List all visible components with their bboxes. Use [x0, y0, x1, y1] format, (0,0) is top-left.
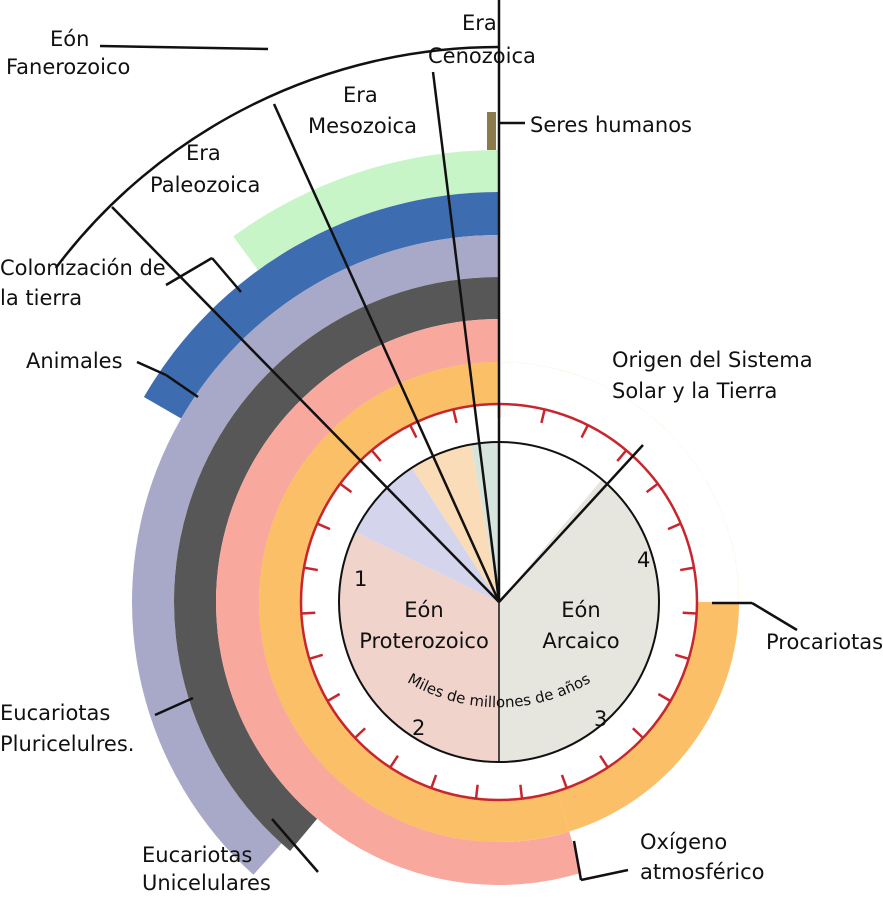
label-eon-arcaico-2: Arcaico — [542, 629, 619, 653]
leader-lines-group — [54, 0, 798, 882]
leader-uni — [271, 818, 319, 873]
band-eukaryotes-unicellular — [174, 277, 499, 851]
sector-cenozoic — [471, 442, 499, 602]
label-oxigeno-1: Oxígeno — [640, 830, 727, 854]
scale-tick — [645, 482, 659, 494]
leader-oxigeno-2 — [580, 868, 629, 882]
scale-tick — [580, 424, 589, 439]
leader-paleozoica — [111, 206, 500, 603]
scale-number-3: 3 — [594, 707, 607, 731]
leader-origen — [498, 444, 644, 603]
scale-tick — [679, 566, 695, 572]
band-animals — [143, 192, 500, 419]
scale-tick — [540, 409, 546, 424]
label-eon-fanerozoico-2: Fanerozoico — [6, 55, 130, 79]
band-prokaryotes-gap-2 — [499, 362, 739, 602]
sector-hadean-blank — [499, 442, 602, 602]
scale-tick — [631, 727, 644, 739]
scale-tick — [389, 755, 399, 769]
label-oxigeno-2: atmosférico — [640, 860, 765, 884]
scale-number-2: 2 — [412, 716, 425, 740]
label-procariotas: Procariotas — [766, 630, 883, 654]
scale-tick — [474, 784, 479, 799]
scale-tick — [409, 424, 418, 439]
leader-colonizacion-1 — [165, 256, 213, 287]
phanerozoic-arc — [54, 45, 500, 269]
band-land-colonization — [233, 150, 500, 271]
label-eucariotas-uni-2: Unicelulares — [142, 871, 271, 893]
scale-tick — [616, 449, 628, 462]
scale-tick — [354, 727, 367, 739]
scale-tick — [316, 522, 331, 531]
sector-proterozoic — [338, 531, 499, 762]
label-origen-1: Origen del Sistema — [612, 348, 813, 372]
scale-tick — [452, 409, 458, 424]
label-eon-proterozoico-2: Proterozoico — [359, 629, 489, 653]
scale-number-1: 1 — [354, 567, 367, 591]
scale-tick — [560, 774, 568, 789]
leader-pluri — [154, 696, 194, 717]
humans-marker — [487, 112, 496, 150]
scale-tick — [301, 611, 316, 615]
scale-number-4: 4 — [637, 548, 650, 572]
label-colonizacion-2: la tierra — [0, 286, 82, 310]
label-eucariotas-pluri-2: Pluricelulres. — [0, 732, 134, 756]
leader-procariotas-2 — [751, 601, 798, 632]
leader-animales-2 — [165, 373, 199, 399]
label-eon-fanerozoico-1: Eón — [50, 27, 89, 51]
label-era-mesozoica-2: Mesozoica — [308, 114, 417, 138]
scale-tick — [599, 755, 609, 769]
scale-tick — [326, 692, 341, 703]
scale-tick — [370, 449, 382, 462]
scale-tick — [339, 482, 353, 494]
sector-mesozoic — [411, 444, 499, 602]
leader-fanerozoico — [99, 44, 269, 51]
scale-tick — [667, 522, 682, 531]
label-colonizacion-1: Colonización de — [0, 256, 166, 280]
label-origen-2: Solar y la Tierra — [612, 379, 777, 403]
band-prokaryotes-arc — [556, 602, 739, 832]
label-eon-proterozoico-1: Eón — [404, 598, 443, 622]
inner-disk-group — [338, 441, 660, 763]
leader-cenozoica — [431, 71, 501, 603]
scale-tick — [430, 774, 438, 789]
leader-colonizacion-2 — [211, 257, 242, 293]
label-animales: Animales — [26, 349, 123, 373]
leader-mesozoica — [272, 103, 501, 603]
scale-ring-group — [299, 402, 699, 802]
label-era-cenozoica-2: Cenozoica — [428, 44, 536, 68]
label-era-paleozoica-1: Era — [186, 141, 221, 165]
label-seres-humanos: Seres humanos — [530, 113, 692, 137]
label-era-mesozoica-1: Era — [343, 83, 378, 107]
leader-oxigeno-1 — [572, 840, 583, 881]
label-eucariotas-uni-1: Eucariotas — [142, 843, 252, 867]
leader-animales — [136, 360, 167, 377]
band-eukaryotes-multicellular — [131, 235, 499, 875]
scale-tick — [308, 653, 324, 660]
scale-tick — [303, 566, 319, 572]
scale-tick — [682, 611, 697, 615]
scale-tick — [674, 653, 690, 660]
sector-paleozoic — [355, 467, 499, 602]
scale-tick — [657, 692, 672, 703]
scale-tick — [519, 784, 524, 799]
label-eucariotas-pluri-1: Eucariotas — [0, 701, 110, 725]
label-era-cenozoica-1: Era — [462, 11, 497, 35]
band-prokaryotes-arc-2 — [259, 362, 570, 842]
label-eon-arcaico-1: Eón — [561, 598, 600, 622]
label-era-paleozoica-2: Paleozoica — [150, 173, 260, 197]
